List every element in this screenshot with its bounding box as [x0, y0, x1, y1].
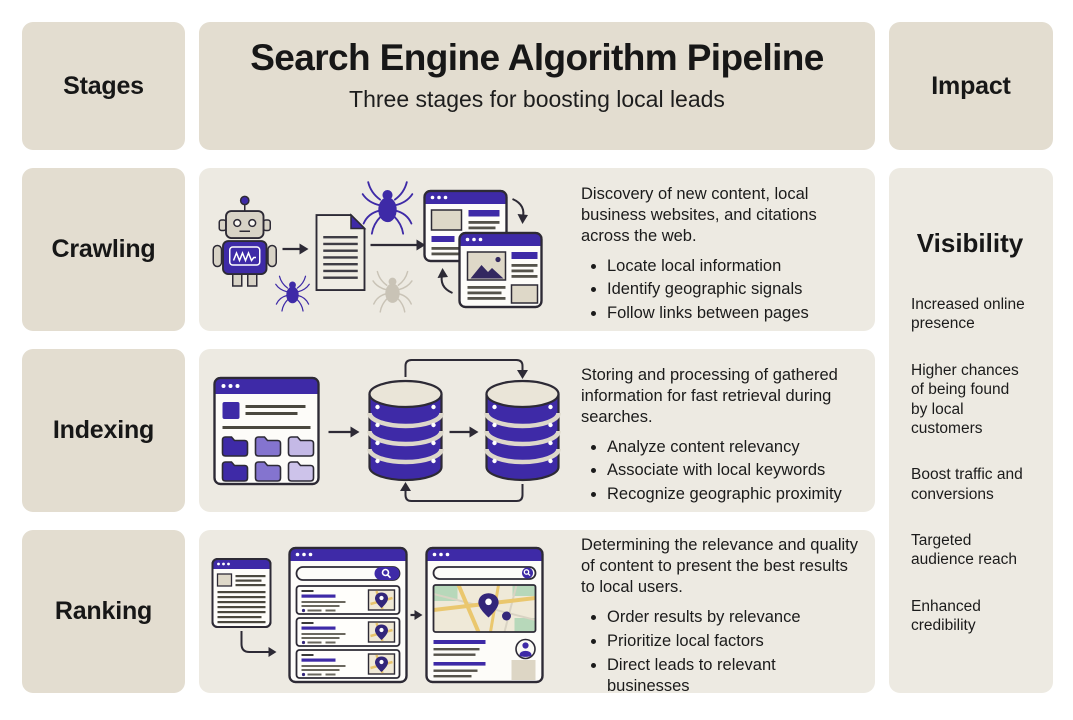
loop-arrow-icon	[400, 359, 528, 502]
indexing-description: Storing and processing of gathered infor…	[581, 365, 838, 426]
title-box: Search Engine Algorithm Pipeline Three s…	[199, 22, 875, 150]
person-avatar-icon	[515, 638, 536, 660]
stages-header-label: Stages	[63, 71, 144, 100]
stage-label-indexing: Indexing	[22, 349, 185, 512]
map-window-icon	[425, 546, 544, 684]
folder-window-icon	[213, 376, 320, 486]
indexing-illustration	[213, 359, 571, 502]
ranking-illustration	[211, 546, 544, 684]
search-icon	[381, 568, 392, 579]
arrow-icon	[370, 239, 426, 251]
crawling-label: Crawling	[51, 235, 156, 263]
page-subtitle: Three stages for boosting local leads	[349, 86, 725, 112]
cycle-arrow-icon	[437, 198, 528, 294]
crawling-text: Discovery of new content, local business…	[571, 172, 875, 328]
crawling-illustration	[212, 181, 543, 313]
indexing-bullet-list: Analyze content relevancy Associate with…	[581, 437, 861, 506]
indexing-row: Storing and processing of gathered infor…	[199, 349, 875, 512]
stage-label-ranking: Ranking	[22, 530, 185, 693]
impact-item: Increased online presence	[911, 296, 1025, 333]
ranking-text: Determining the relevance and quality of…	[571, 523, 875, 700]
bullet-item: Direct leads to relevant businesses	[607, 655, 861, 697]
browser-window-icon	[458, 231, 543, 309]
robot-icon	[212, 195, 277, 287]
impact-item: Higher chances of being found by local c…	[911, 361, 1019, 437]
document-window-icon	[211, 558, 272, 628]
result-card-icon	[297, 650, 400, 678]
bullet-item: Locate local information	[607, 256, 861, 277]
indexing-text: Storing and processing of gathered infor…	[571, 353, 875, 509]
bullet-item: Follow links between pages	[607, 303, 861, 324]
bullet-item: Analyze content relevancy	[607, 437, 861, 458]
ranking-label: Ranking	[54, 597, 153, 625]
spider-icon	[275, 275, 310, 312]
page-title: Search Engine Algorithm Pipeline	[250, 37, 824, 78]
bullet-item: Order results by relevance	[607, 607, 861, 628]
curved-arrow-icon	[240, 631, 277, 657]
impact-column-header: Impact	[889, 22, 1053, 150]
location-pin-icon	[502, 611, 511, 621]
indexing-label: Indexing	[52, 416, 155, 444]
ranking-bullet-list: Order results by relevance Prioritize lo…	[581, 607, 861, 697]
bullet-item: Prioritize local factors	[607, 631, 861, 652]
search-icon	[523, 569, 531, 577]
impact-item: Boost traffic and conversions	[911, 466, 1023, 503]
arrow-icon	[328, 426, 360, 438]
result-card-icon	[297, 618, 400, 646]
ranking-row: Determining the relevance and quality of…	[199, 530, 875, 695]
search-bar	[432, 566, 537, 580]
search-results-window-icon	[288, 546, 408, 684]
document-icon	[315, 213, 367, 291]
visibility-box: Visibility Increased online presence Hig…	[889, 168, 1053, 693]
impact-header-label: Impact	[931, 71, 1011, 100]
arrow-icon	[282, 243, 309, 255]
impact-item: Targeted audience reach	[911, 532, 1017, 569]
arrow-icon	[410, 610, 423, 620]
folder-icon	[221, 436, 315, 482]
visibility-heading: Visibility	[916, 228, 1024, 258]
stages-column-header: Stages	[22, 22, 185, 150]
database-icon	[487, 381, 559, 480]
database-icon	[370, 381, 442, 480]
bullet-item: Associate with local keywords	[607, 460, 861, 481]
impact-item: Enhanced credibility	[911, 597, 981, 635]
bullet-item: Identify geographic signals	[607, 279, 861, 300]
arrow-icon	[449, 426, 479, 438]
crawling-bullet-list: Locate local information Identify geogra…	[581, 256, 861, 325]
result-card-icon	[297, 586, 400, 614]
browser-window-icon	[423, 189, 508, 263]
spider-icon	[372, 270, 413, 313]
crawling-row: Discovery of new content, local business…	[199, 168, 875, 331]
bullet-item: Recognize geographic proximity	[607, 484, 861, 505]
stage-label-crawling: Crawling	[22, 168, 185, 331]
ranking-description: Determining the relevance and quality of…	[581, 536, 858, 597]
spider-icon	[361, 181, 414, 235]
crawling-description: Discovery of new content, local business…	[581, 184, 817, 245]
